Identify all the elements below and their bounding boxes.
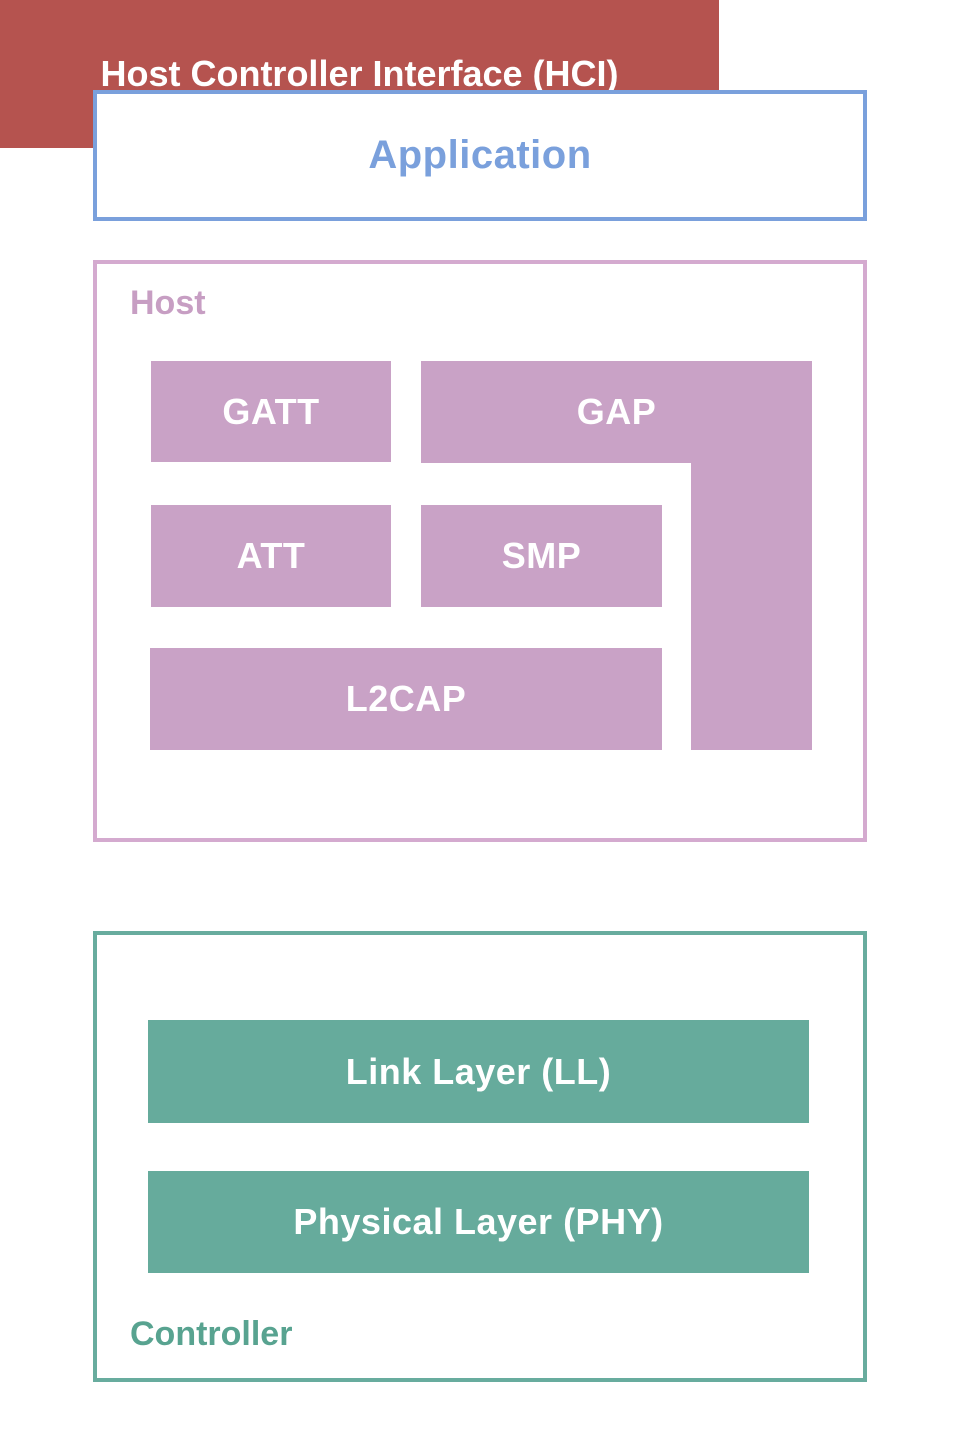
- l2cap-block: L2CAP: [150, 648, 662, 750]
- gatt-block: GATT: [151, 361, 391, 462]
- physical-layer-block: Physical Layer (PHY): [148, 1171, 809, 1273]
- physical-layer-label: Physical Layer (PHY): [293, 1201, 664, 1242]
- gap-block-bar: GAP: [421, 361, 812, 463]
- host-label: Host: [130, 284, 206, 322]
- link-layer-block: Link Layer (LL): [148, 1020, 809, 1123]
- hci-label: Host Controller Interface (HCI): [100, 53, 619, 94]
- host-layer-box: Host GATT GAP ATT SMP L2CAP: [93, 260, 867, 842]
- application-layer-box: Application: [93, 90, 867, 221]
- controller-layer-box: Link Layer (LL) Physical Layer (PHY) Con…: [93, 931, 867, 1382]
- gap-label: GAP: [576, 391, 657, 432]
- controller-label: Controller: [130, 1315, 293, 1353]
- att-block: ATT: [151, 505, 391, 607]
- link-layer-label: Link Layer (LL): [345, 1050, 612, 1092]
- att-label: ATT: [236, 535, 306, 576]
- smp-block: SMP: [421, 505, 662, 607]
- gap-block-column: [691, 463, 812, 750]
- l2cap-label: L2CAP: [345, 678, 467, 719]
- smp-label: SMP: [501, 535, 582, 576]
- application-label: Application: [368, 133, 592, 177]
- gatt-label: GATT: [222, 390, 320, 432]
